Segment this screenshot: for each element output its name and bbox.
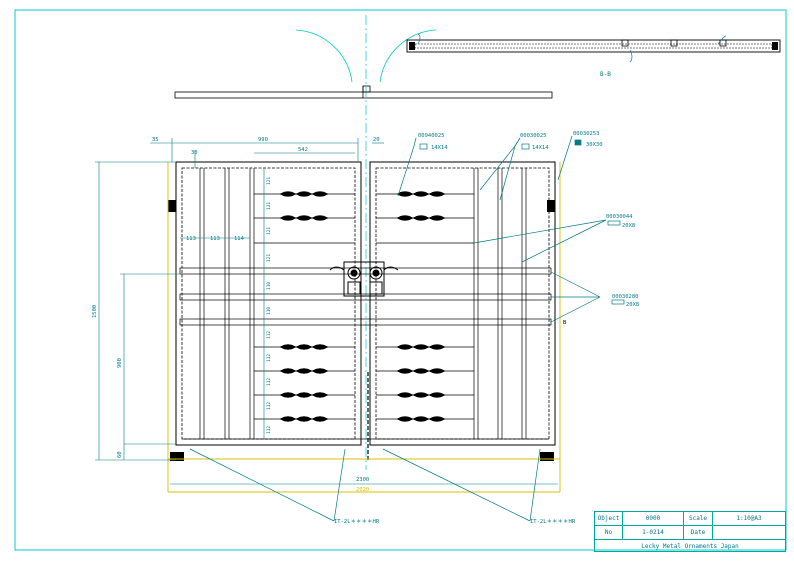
callout-size-3: 30X30	[586, 142, 603, 148]
dim-leaf-width: 990	[258, 137, 268, 143]
bottom-label-right: IT-2L＊＊＊＊HR	[530, 518, 576, 525]
swing-arc-left	[295, 29, 353, 83]
dim-center-gap: 20	[373, 137, 380, 143]
svg-text:112: 112	[266, 378, 272, 386]
object-value: 0000	[623, 512, 684, 525]
dim-bay-1: 113	[186, 236, 196, 242]
dim-height-total: 1500	[92, 305, 98, 318]
swing-arc-right	[379, 29, 437, 83]
scale-value: 1:10@A3	[736, 515, 762, 522]
dim-inner-width: 542	[298, 147, 308, 153]
date-label: Date	[684, 526, 713, 539]
svg-text:112: 112	[266, 331, 272, 339]
callout-part-5: 00030280	[612, 294, 639, 300]
dim-overall-width: 2300	[356, 477, 369, 483]
marker-b: B	[563, 320, 567, 326]
svg-text:112: 112	[266, 402, 272, 410]
dim-height-mid: 900	[117, 358, 123, 368]
date-value	[713, 526, 785, 539]
callout-size-1: 14X14	[431, 145, 448, 151]
horizontal-rails	[179, 193, 552, 440]
svg-text:112: 112	[266, 354, 272, 362]
svg-text:121: 121	[266, 177, 272, 185]
twisted-ornaments	[279, 191, 446, 422]
leader-lines	[189, 135, 607, 522]
title-block: Object 0000 Scale 1:10@A3 No 1-0214 Date…	[594, 511, 786, 552]
gate-right-leaf	[369, 161, 556, 446]
callout-size-4: 20X8	[622, 223, 635, 229]
scale-label: Scale	[684, 512, 713, 525]
callout-part-3: 00030253	[573, 131, 600, 137]
callout-size-5: 20X8	[626, 302, 639, 308]
dimension-lines	[95, 138, 558, 485]
gate-left-leaf	[175, 161, 362, 446]
section-label: B-B	[600, 71, 611, 78]
hinges	[168, 200, 555, 461]
center-lock-ornament	[329, 261, 399, 297]
callout-size-2: 14X14	[532, 145, 549, 151]
svg-text:121: 121	[266, 202, 272, 210]
svg-text:121: 121	[266, 254, 272, 262]
svg-text:110: 110	[266, 282, 272, 290]
company-name: Lecky Metal Ornaments Japan	[641, 543, 739, 550]
svg-text:112: 112	[266, 426, 272, 434]
dim-stile-width: 30	[191, 150, 198, 156]
no-value: 1-0214	[623, 526, 684, 539]
dim-left-margin: 35	[152, 137, 159, 143]
callout-icons	[419, 139, 625, 305]
sheet-border	[14, 9, 787, 551]
plan-view	[174, 85, 553, 99]
callout-part-1: 00940025	[418, 133, 445, 139]
bottom-label-left: IT-2L＊＊＊＊HR	[334, 518, 380, 525]
right-vertical-bars	[473, 168, 527, 439]
outline-frames	[167, 162, 561, 493]
callout-part-4: 00030044	[606, 214, 633, 220]
no-label: No	[595, 526, 623, 539]
section-b-b	[406, 33, 781, 63]
dim-outer-width: 2020	[356, 487, 369, 493]
dim-bay-3: 114	[234, 236, 245, 242]
svg-text:110: 110	[266, 307, 272, 315]
dim-height-base: 60	[117, 451, 123, 458]
dim-bay-2: 113	[210, 236, 220, 242]
left-vertical-bars	[199, 168, 255, 439]
object-label: Object	[595, 512, 623, 525]
svg-text:121: 121	[266, 227, 272, 235]
rail-spacing-labels: 121 121 121 121 110 110 112 112 112 112 …	[266, 177, 272, 434]
callout-part-2: 00030025	[520, 133, 547, 139]
